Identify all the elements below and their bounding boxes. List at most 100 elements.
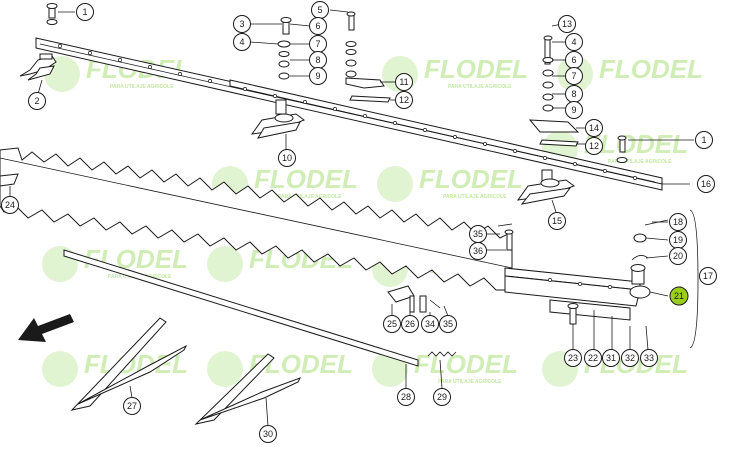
watermark-brand: FLODEL xyxy=(424,54,528,84)
callout-7[interactable]: 7 xyxy=(309,35,327,53)
gear-icon xyxy=(207,351,243,387)
gear-icon xyxy=(42,246,78,282)
callout-9b[interactable]: 9 xyxy=(565,101,583,119)
callout-33[interactable]: 33 xyxy=(640,349,658,367)
callout-21-highlighted[interactable]: 21 xyxy=(669,286,689,306)
callout-26[interactable]: 26 xyxy=(401,315,419,333)
callout-2[interactable]: 2 xyxy=(28,92,46,110)
watermark-tagline: PARA UTILAJE AGRICOLE xyxy=(278,194,342,200)
callout-17[interactable]: 17 xyxy=(699,267,717,285)
svg-text:19: 19 xyxy=(673,235,683,245)
svg-text:27: 27 xyxy=(127,401,137,411)
watermark-brand: FLODEL xyxy=(599,54,703,84)
svg-text:34: 34 xyxy=(425,319,435,329)
callout-35b[interactable]: 35 xyxy=(439,315,457,333)
callout-30[interactable]: 30 xyxy=(259,425,277,443)
knife-head-bar xyxy=(504,267,641,325)
callout-12[interactable]: 12 xyxy=(395,91,413,109)
callout-35[interactable]: 35 xyxy=(469,225,487,243)
callout-13[interactable]: 13 xyxy=(558,15,576,33)
callout-20[interactable]: 20 xyxy=(669,247,687,265)
knife-guard-right xyxy=(516,169,576,205)
callout-31[interactable]: 31 xyxy=(602,349,620,367)
svg-text:6: 6 xyxy=(571,55,576,65)
callout-3[interactable]: 3 xyxy=(233,15,251,33)
svg-text:15: 15 xyxy=(552,216,562,226)
svg-text:30: 30 xyxy=(263,429,273,439)
watermark-logo: FLODEL PARA UTILAJE AGRICOLE xyxy=(372,349,518,387)
callout-24[interactable]: 24 xyxy=(1,196,19,214)
svg-text:9: 9 xyxy=(571,105,576,115)
fastener-stack-left xyxy=(46,3,58,25)
guard-point-27 xyxy=(70,317,188,411)
callout-4b[interactable]: 4 xyxy=(565,33,583,51)
svg-text:9: 9 xyxy=(315,71,320,81)
callout-18[interactable]: 18 xyxy=(669,213,687,231)
svg-text:35: 35 xyxy=(473,229,483,239)
watermark-tagline: PARA UTILAJE AGRICOLE xyxy=(608,159,672,165)
gear-icon xyxy=(377,166,413,202)
watermark-brand: FLODEL xyxy=(84,244,188,274)
callout-22[interactable]: 22 xyxy=(584,349,602,367)
svg-text:7: 7 xyxy=(571,71,576,81)
callout-8b[interactable]: 8 xyxy=(565,85,583,103)
svg-text:20: 20 xyxy=(673,251,683,261)
watermark-tagline: PARA UTILAJE AGRICOLE xyxy=(448,84,512,90)
svg-text:14: 14 xyxy=(589,123,599,133)
callout-4[interactable]: 4 xyxy=(233,33,251,51)
svg-text:5: 5 xyxy=(317,5,322,15)
callout-10[interactable]: 10 xyxy=(278,149,296,167)
svg-text:12: 12 xyxy=(399,95,409,105)
gear-icon xyxy=(42,351,78,387)
svg-text:23: 23 xyxy=(568,353,578,363)
svg-text:3: 3 xyxy=(239,19,244,29)
callout-29[interactable]: 29 xyxy=(433,388,451,406)
knife-guard-left xyxy=(19,53,57,81)
gear-icon xyxy=(207,246,243,282)
svg-text:26: 26 xyxy=(405,319,415,329)
svg-text:33: 33 xyxy=(644,353,654,363)
callout-1b[interactable]: 1 xyxy=(695,131,713,149)
watermark-brand: FLODEL xyxy=(254,164,358,194)
callout-32[interactable]: 32 xyxy=(621,349,639,367)
spring-29 xyxy=(427,351,457,357)
callout-36[interactable]: 36 xyxy=(469,242,487,260)
callout-12b[interactable]: 12 xyxy=(585,137,603,155)
svg-text:1: 1 xyxy=(701,135,706,145)
svg-text:24: 24 xyxy=(5,200,15,210)
clip-25 xyxy=(387,285,441,313)
callout-34[interactable]: 34 xyxy=(421,315,439,333)
callout-8[interactable]: 8 xyxy=(309,51,327,69)
watermark-tagline: PARA UTILAJE AGRICOLE xyxy=(110,84,174,90)
watermark-logo: FLODEL PARA UTILAJE AGRICOLE xyxy=(377,164,523,202)
callout-9[interactable]: 9 xyxy=(309,67,327,85)
svg-text:10: 10 xyxy=(282,153,292,163)
callout-15[interactable]: 15 xyxy=(548,212,566,230)
fastener-stack-right xyxy=(528,35,628,163)
svg-text:11: 11 xyxy=(399,77,408,87)
watermark-tagline: PARA UTILAJE AGRICOLE xyxy=(443,194,507,200)
svg-text:1: 1 xyxy=(82,7,87,17)
svg-text:8: 8 xyxy=(315,55,320,65)
callout-23[interactable]: 23 xyxy=(564,349,582,367)
watermark-logo: FLODEL xyxy=(207,349,353,387)
callout-5[interactable]: 5 xyxy=(311,1,329,19)
callout-1[interactable]: 1 xyxy=(76,3,94,21)
callout-6b[interactable]: 6 xyxy=(565,51,583,69)
callout-7b[interactable]: 7 xyxy=(565,67,583,85)
callout-19[interactable]: 19 xyxy=(669,231,687,249)
callout-6[interactable]: 6 xyxy=(309,17,327,35)
callout-16[interactable]: 16 xyxy=(697,175,715,193)
svg-text:31: 31 xyxy=(606,353,616,363)
callout-27[interactable]: 27 xyxy=(123,397,141,415)
callout-14[interactable]: 14 xyxy=(585,119,603,137)
svg-text:7: 7 xyxy=(315,39,320,49)
callout-11[interactable]: 11 xyxy=(395,73,413,91)
guard-bar-holes xyxy=(58,44,637,180)
svg-text:16: 16 xyxy=(701,179,711,189)
callout-28[interactable]: 28 xyxy=(397,388,415,406)
knife-section-24 xyxy=(0,173,19,187)
gear-icon xyxy=(44,56,80,92)
callout-25[interactable]: 25 xyxy=(383,315,401,333)
